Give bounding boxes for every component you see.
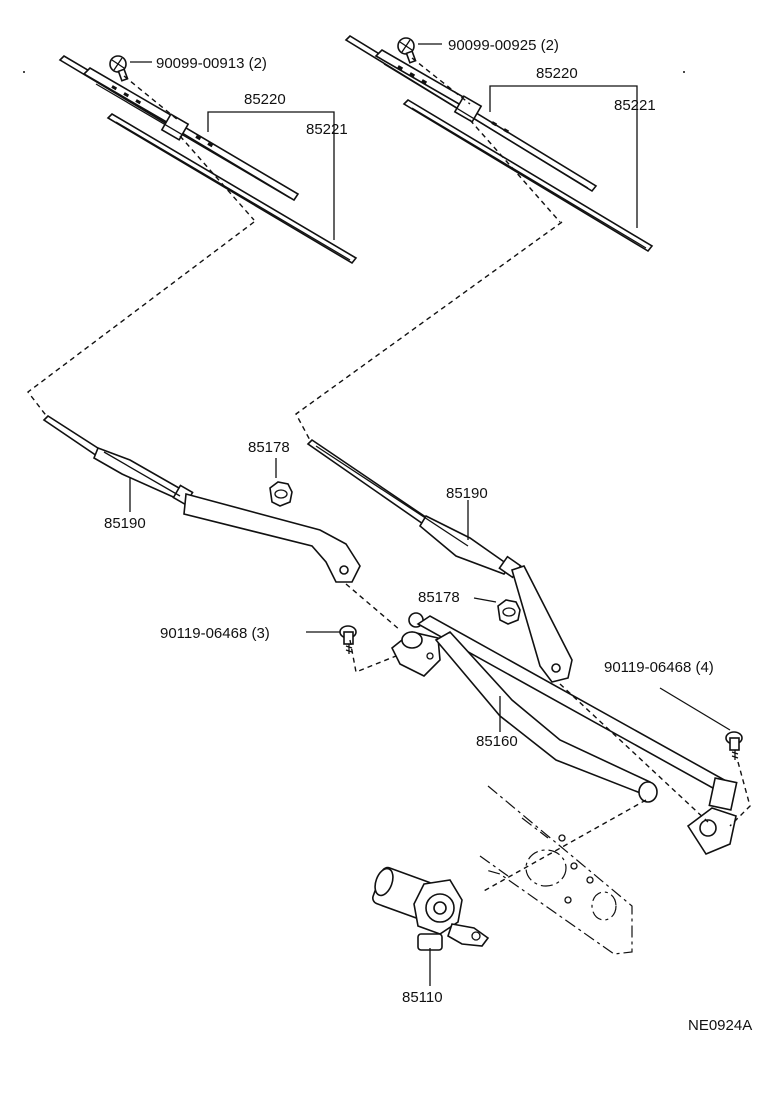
leader-line [473, 597, 497, 603]
label-bolt-link-right: 90119-06468 (4) [604, 659, 714, 676]
label-refill-right: 85221 [614, 97, 656, 114]
label-blade-right: 85220 [536, 65, 578, 82]
dashed-line [559, 683, 709, 823]
dashed-line [27, 221, 255, 419]
label-arm-right: 85190 [446, 485, 488, 502]
label-nut-lower: 85178 [418, 589, 460, 606]
wiper-motor [372, 866, 490, 951]
left-blade-bolt-icon [109, 55, 129, 82]
label-bolt-left-blade: 90099-00913 (2) [156, 55, 267, 72]
left-wiper-blade [58, 54, 300, 202]
arm-nut-lower-icon [497, 599, 521, 625]
dashed-line [469, 119, 561, 223]
leader-line [489, 85, 638, 228]
leader-line [659, 687, 731, 731]
dashed-line [729, 761, 751, 827]
body-panel-outline [479, 785, 633, 955]
right-blade-refill [402, 98, 654, 253]
label-nut-upper: 85178 [248, 439, 290, 456]
diagram-code: NE0924A [688, 1017, 752, 1034]
label-arm-left: 85190 [104, 515, 146, 532]
leader-line [207, 111, 335, 240]
wiper-link-assembly [390, 612, 738, 855]
left-wiper-arm [42, 414, 361, 583]
arm-nut-upper-icon [269, 481, 293, 507]
dashed-line [345, 583, 401, 631]
right-wiper-blade [344, 34, 598, 193]
label-bolt-right-blade: 90099-00925 (2) [448, 37, 559, 54]
scan-speck [683, 71, 685, 73]
label-bolt-link-left: 90119-06468 (3) [160, 625, 270, 642]
link-bolt-right-icon [725, 731, 743, 760]
label-link-assembly: 85160 [476, 733, 518, 750]
label-refill-left: 85221 [306, 121, 348, 138]
label-blade-left: 85220 [244, 91, 286, 108]
dashed-line [481, 799, 647, 893]
link-bolt-left-icon [339, 625, 357, 654]
label-motor: 85110 [402, 989, 443, 1006]
left-blade-refill [106, 112, 358, 265]
right-wiper-arm [306, 438, 573, 683]
dashed-line [123, 75, 179, 121]
dashed-line [295, 221, 563, 445]
dashed-line [179, 135, 255, 221]
dashed-line [349, 639, 397, 673]
dashed-line [411, 57, 471, 105]
scan-speck [23, 71, 25, 73]
